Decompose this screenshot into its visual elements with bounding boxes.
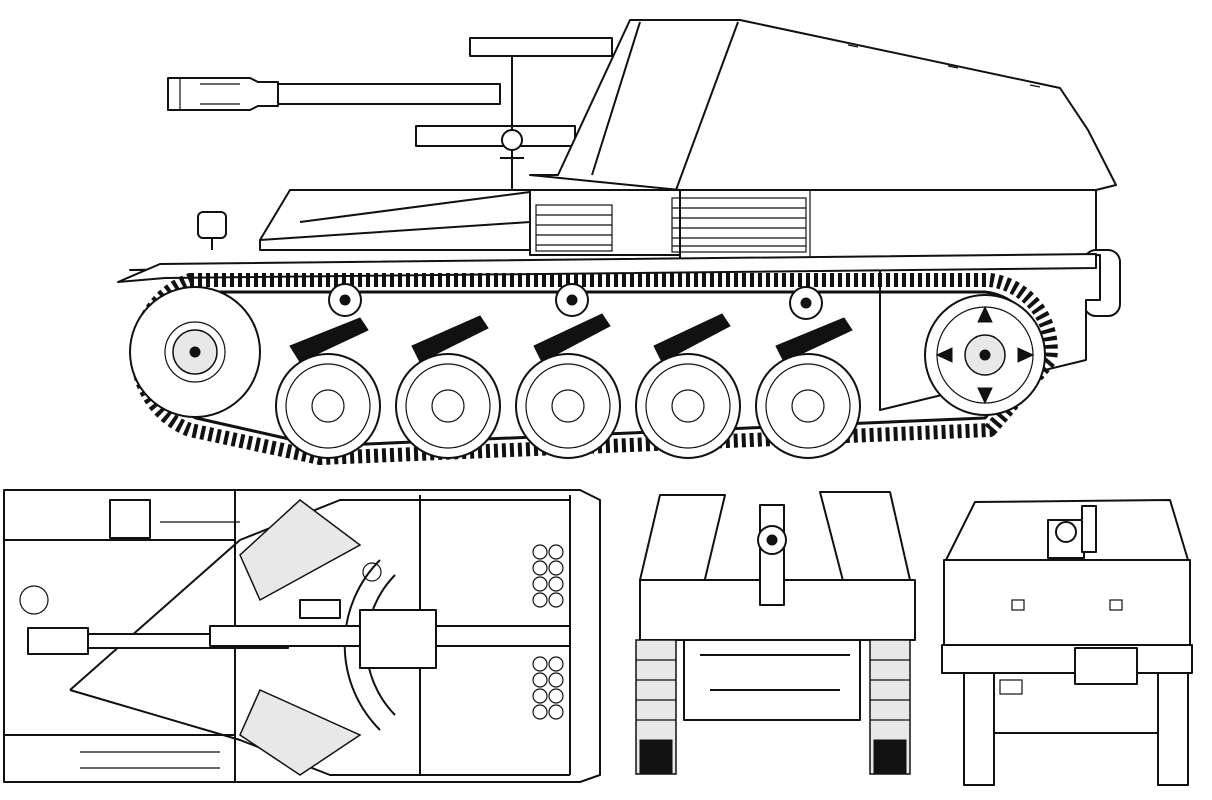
road-wheel bbox=[635, 353, 741, 459]
side-view bbox=[117, 19, 1121, 465]
front-view bbox=[635, 491, 916, 775]
road-wheel bbox=[515, 353, 621, 459]
rear-gun-breech bbox=[1047, 505, 1097, 559]
road-wheel bbox=[755, 353, 861, 459]
drive-sprocket bbox=[129, 286, 261, 418]
idler-wheel bbox=[924, 294, 1046, 416]
suspension-springs bbox=[289, 313, 853, 363]
ammo-rack bbox=[532, 544, 564, 720]
top-view bbox=[3, 489, 601, 783]
road-wheel bbox=[395, 353, 501, 459]
gun-barrel bbox=[167, 37, 613, 190]
hull-side bbox=[117, 253, 1101, 411]
casemate bbox=[529, 19, 1117, 261]
return-rollers bbox=[328, 283, 823, 320]
road-wheels bbox=[275, 353, 861, 459]
road-wheel bbox=[275, 353, 381, 459]
gun-muzzle-front bbox=[757, 504, 787, 606]
gun-plan bbox=[27, 599, 571, 669]
headlight bbox=[197, 211, 227, 250]
front-tracks bbox=[635, 639, 911, 775]
rear-view bbox=[941, 499, 1193, 786]
engine-louvers bbox=[535, 197, 807, 253]
